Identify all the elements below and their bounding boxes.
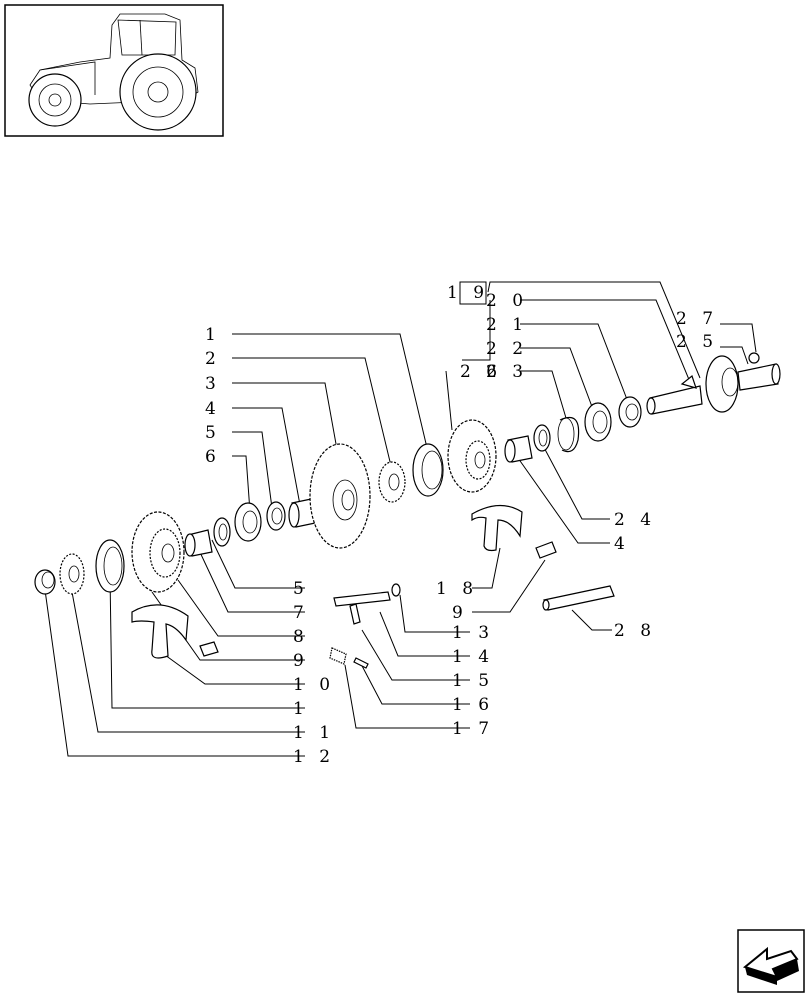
callout-12: 1 2 [293, 747, 335, 767]
leader-lines [44, 281, 757, 757]
callout-26: 2 6 [460, 362, 502, 382]
callout-8: 8 [293, 627, 309, 647]
callout-14: 1 4 [452, 647, 494, 667]
callout-9-right: 9 [452, 603, 468, 623]
callout-17: 1 7 [452, 719, 494, 739]
gear-train-parts [34, 352, 781, 669]
callout-19: 1 9 [447, 283, 489, 303]
callout-24: 2 4 [614, 510, 656, 530]
callout-13: 1 3 [452, 623, 494, 643]
tractor-thumbnail-icon [4, 4, 224, 137]
callout-28: 2 8 [614, 621, 656, 641]
callout-1-top: 1 [205, 325, 221, 345]
callout-labels: 1 2 3 4 5 6 1 9 2 0 2 1 2 2 2 3 2 6 2 7 … [205, 283, 718, 767]
callout-4: 4 [205, 399, 221, 419]
callout-5: 5 [293, 579, 309, 599]
callout-7: 7 [293, 603, 309, 623]
callout-3: 3 [205, 374, 221, 394]
callout-21: 2 1 [486, 315, 528, 335]
callout-16: 1 6 [452, 695, 494, 715]
callout-1-bottom: 1 [293, 699, 309, 719]
callout-2-top: 2 [205, 349, 221, 369]
callout-4-right: 4 [614, 534, 630, 554]
callout-6: 6 [205, 447, 221, 467]
callout-25: 2 5 [676, 332, 718, 352]
callout-23: 2 3 [486, 362, 528, 382]
callout-5-top: 5 [205, 423, 221, 443]
callout-10: 1 0 [293, 675, 335, 695]
callout-20: 2 0 [486, 291, 528, 311]
callout-box-19 [459, 281, 487, 305]
callout-27: 2 7 [676, 309, 718, 329]
callout-15: 1 5 [452, 671, 494, 691]
callout-18: 1 8 [436, 579, 478, 599]
callout-22: 2 2 [486, 339, 528, 359]
callout-9-left: 9 [293, 651, 309, 671]
next-page-arrow-icon[interactable] [737, 929, 805, 993]
callout-11: 1 1 [293, 723, 335, 743]
